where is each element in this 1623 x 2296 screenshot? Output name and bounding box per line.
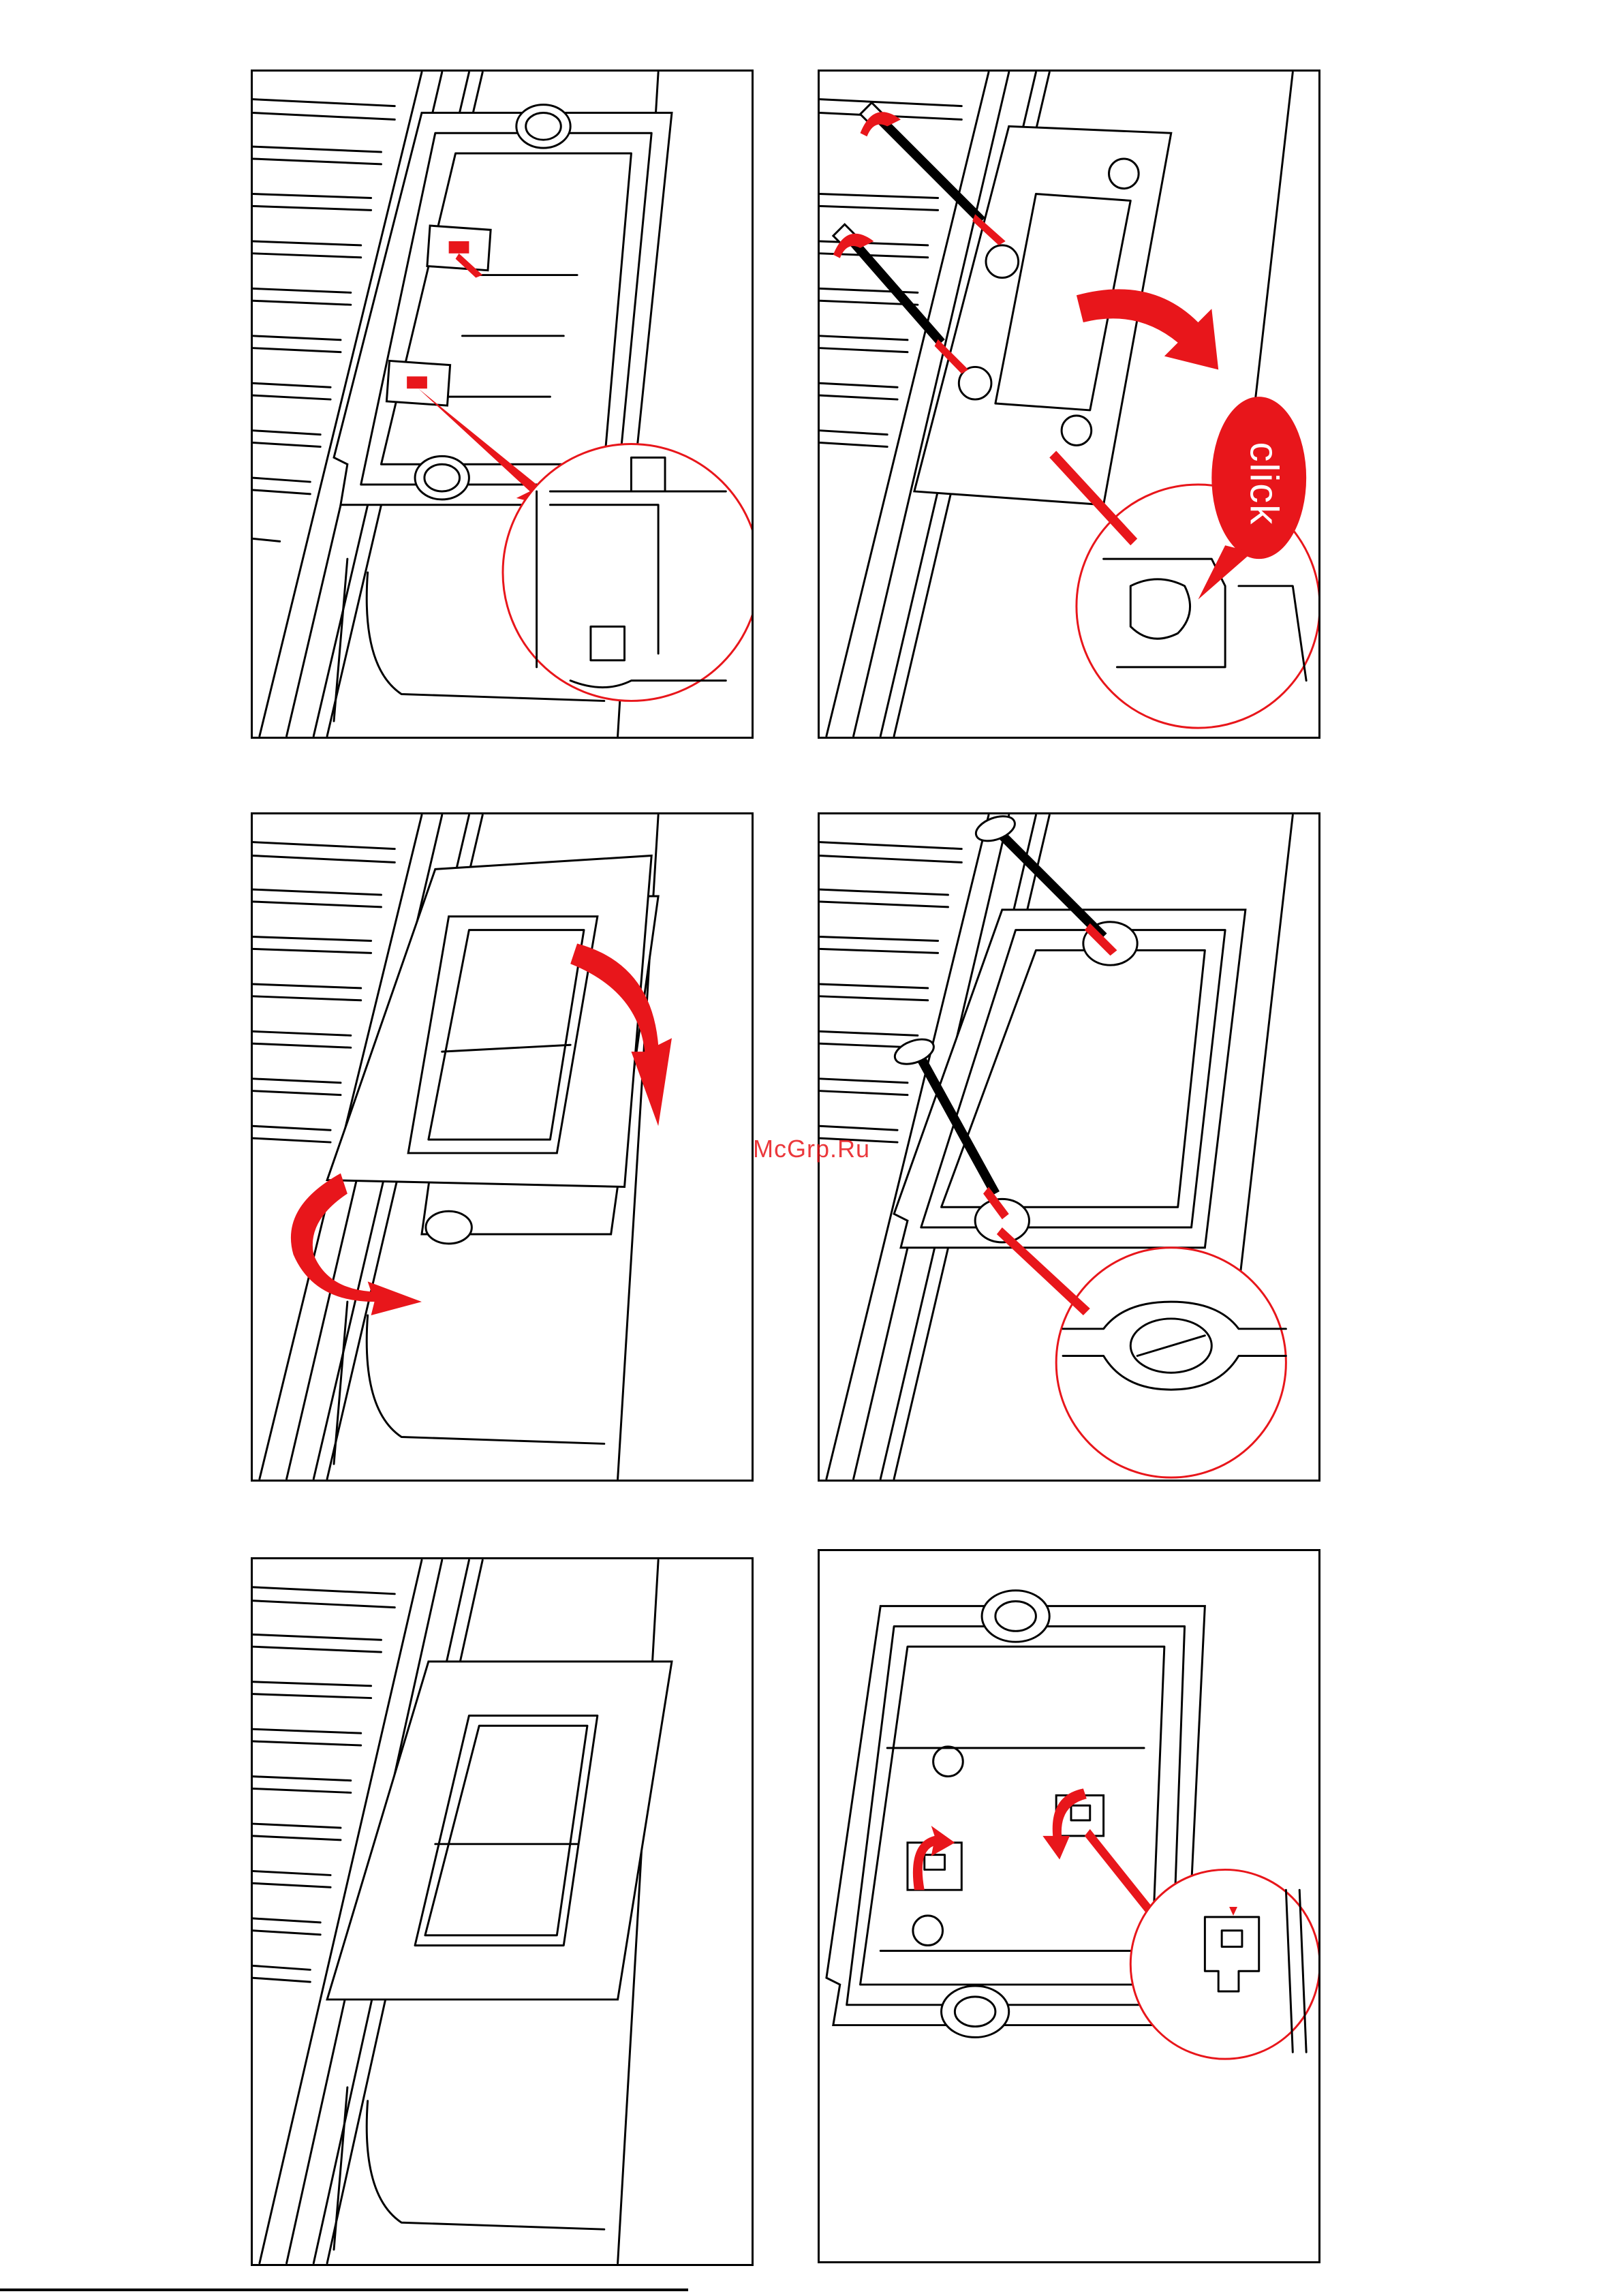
- bottom-rule: [0, 2289, 688, 2291]
- figure-step-2: click: [818, 70, 1320, 739]
- figure-step-4: [818, 812, 1320, 1482]
- watermark-text: McGrp.Ru: [753, 1135, 870, 1163]
- figure-step-6: [818, 1549, 1320, 2263]
- figure-step-5: [251, 1557, 754, 2266]
- frame-clip-adjust-icon: [820, 1551, 1318, 2261]
- finished-cover-icon: [253, 1559, 752, 2264]
- mounting-frame-clip-icon: [253, 72, 752, 737]
- screws-click-icon: [820, 72, 1318, 737]
- figure-step-3: [251, 812, 754, 1482]
- figure-step-1: [251, 70, 754, 739]
- click-label: click: [1241, 442, 1287, 524]
- frame-screws-icon: [820, 814, 1318, 1480]
- cover-removal-icon: [253, 814, 752, 1480]
